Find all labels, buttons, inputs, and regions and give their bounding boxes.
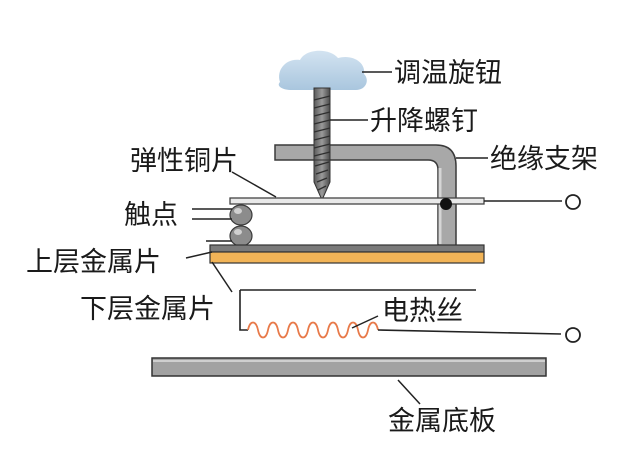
contact-points <box>229 204 253 247</box>
label-heater-wire: 电热丝 <box>382 296 463 327</box>
label-metal-base: 金属底板 <box>388 406 496 437</box>
insulating-bracket <box>274 144 457 247</box>
lifting-screw <box>313 87 331 202</box>
label-temperature-knob: 调温旋钮 <box>394 58 502 89</box>
upper-metal-layer <box>209 244 485 253</box>
leader-lines <box>185 71 488 405</box>
knob-shape <box>278 50 367 90</box>
terminal-bottom <box>565 327 581 343</box>
metal-base-plate <box>151 357 547 377</box>
label-upper-metal: 上层金属片 <box>26 247 161 278</box>
label-lifting-screw: 升降螺钉 <box>370 106 478 137</box>
lower-metal-layer <box>209 251 485 264</box>
heater-wire <box>239 289 562 339</box>
label-lower-metal: 下层金属片 <box>80 294 215 325</box>
terminal-top <box>565 194 581 210</box>
label-contact: 触点 <box>124 200 178 231</box>
label-elastic-copper: 弹性铜片 <box>130 146 238 177</box>
label-insulating-bracket: 绝缘支架 <box>490 144 598 175</box>
